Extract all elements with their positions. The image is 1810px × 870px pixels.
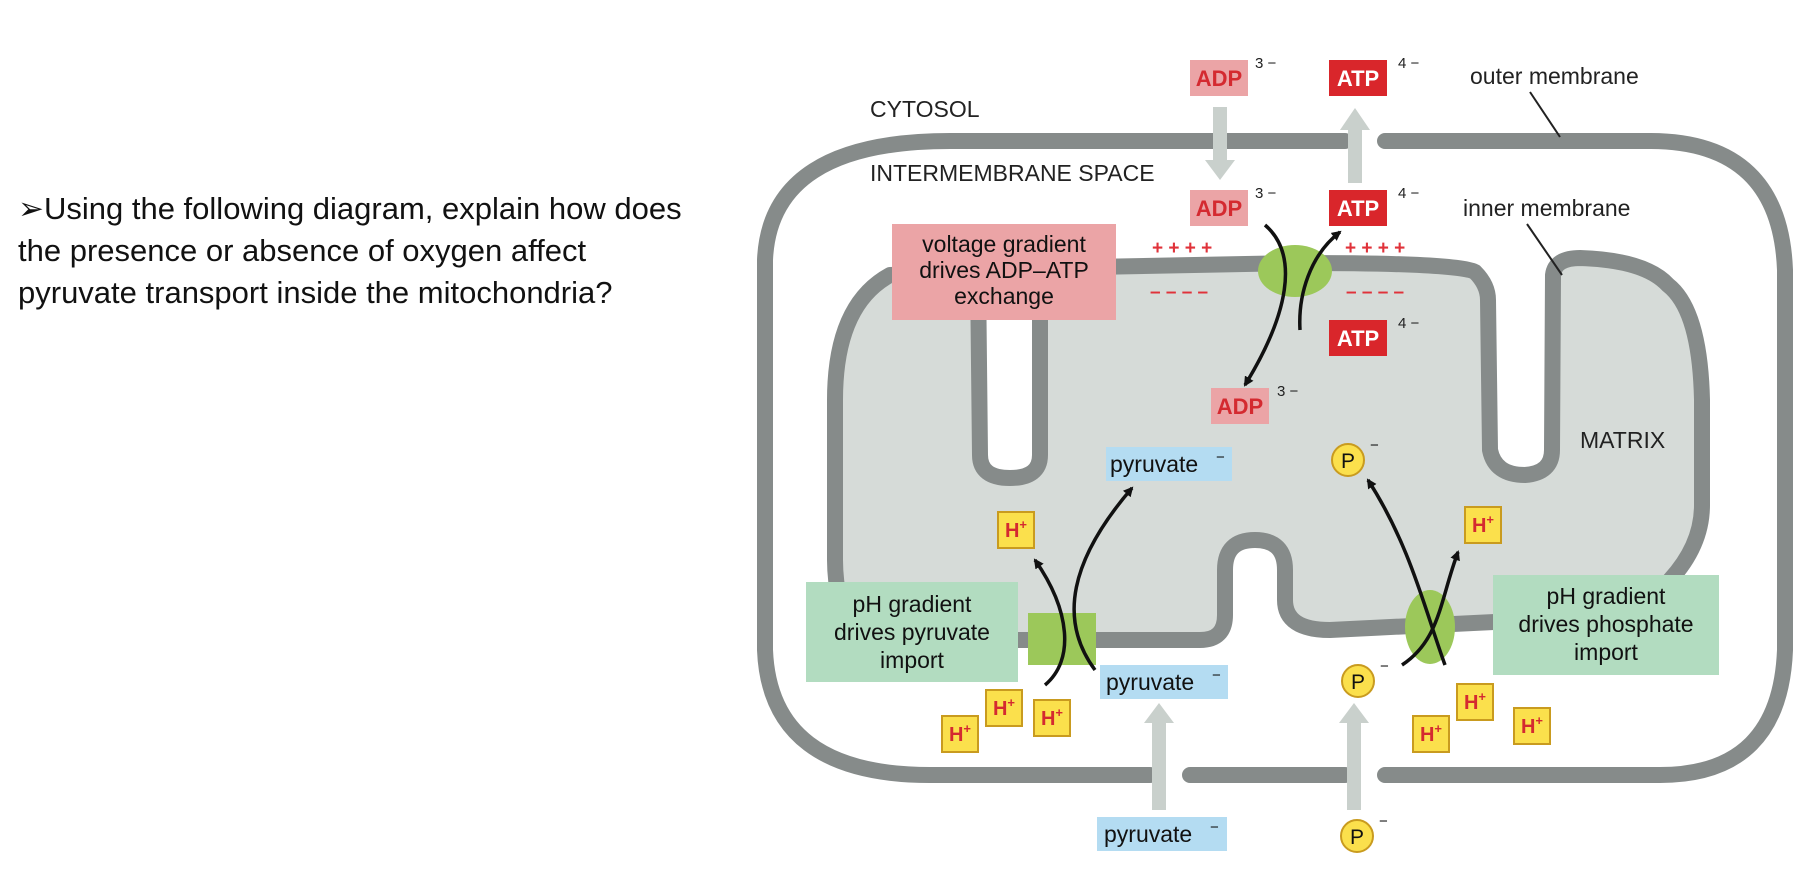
- svg-text:exchange: exchange: [954, 283, 1054, 309]
- cytosol-label: CYTOSOL: [870, 96, 980, 122]
- plus-signs-left: + + + +: [1152, 238, 1212, 259]
- svg-text:P: P: [1351, 671, 1365, 694]
- svg-text:import: import: [1574, 639, 1639, 665]
- svg-text:−: −: [1212, 667, 1221, 684]
- svg-text:−: −: [1210, 819, 1219, 836]
- adp-atp-antiporter: [1258, 245, 1332, 297]
- intermembrane-space-label: INTERMEMBRANE SPACE: [870, 160, 1155, 186]
- voltage-gradient-box: voltage gradient drives ADP–ATP exchange: [892, 224, 1116, 320]
- adp-charge: 3 −: [1255, 55, 1277, 72]
- svg-text:P: P: [1350, 826, 1364, 849]
- svg-text:H+: H+: [949, 721, 971, 746]
- phosphate-import-arrow: [1366, 478, 1447, 666]
- phosphate-matrix: P −: [1331, 437, 1379, 477]
- adp-intermembrane: ADP 3 −: [1190, 185, 1277, 226]
- svg-text:H+: H+: [993, 695, 1015, 720]
- ph-gradient-pyruvate-box: pH gradient drives pyruvate import: [806, 582, 1018, 682]
- svg-text:−: −: [1380, 658, 1389, 675]
- proton-intermembrane-5: H+: [1513, 707, 1551, 745]
- adp-cytosol: ADP 3 −: [1190, 55, 1277, 96]
- svg-text:pyruvate: pyruvate: [1106, 669, 1194, 695]
- svg-text:ATP: ATP: [1337, 326, 1379, 351]
- atp-charge: 4 −: [1398, 315, 1420, 332]
- svg-text:H+: H+: [1464, 689, 1486, 714]
- outer-membrane-porin-arrows: [1144, 107, 1370, 810]
- outer-membrane: [757, 133, 1793, 783]
- svg-text:drives pyruvate: drives pyruvate: [834, 619, 990, 645]
- svg-text:drives phosphate: drives phosphate: [1518, 611, 1693, 637]
- svg-text:−: −: [1379, 813, 1388, 830]
- proton-intermembrane-4: H+: [1456, 683, 1494, 721]
- phosphate-porin-arrow: [1339, 703, 1369, 810]
- ph-gradient-phosphate-box: pH gradient drives phosphate import: [1493, 575, 1719, 675]
- svg-text:H+: H+: [1420, 721, 1442, 746]
- proton-matrix-left: H+: [997, 511, 1035, 549]
- inner-membrane-label: inner membrane: [1463, 195, 1630, 221]
- plus-signs-right: + + + +: [1345, 238, 1405, 259]
- arrow-bullet-icon: ➢: [18, 191, 44, 226]
- question-line-1-text: Using the following diagram, explain how…: [43, 191, 682, 226]
- outer-membrane-label: outer membrane: [1470, 63, 1639, 89]
- svg-text:ATP: ATP: [1337, 196, 1379, 221]
- pyruvate-porin-arrow: [1144, 703, 1174, 810]
- question-line-3: pyruvate transport inside the mitochondr…: [18, 275, 613, 310]
- svg-text:H+: H+: [1472, 512, 1494, 537]
- matrix-label: MATRIX: [1580, 427, 1665, 453]
- adp-charge: 3 −: [1255, 185, 1277, 202]
- svg-text:ADP: ADP: [1196, 66, 1242, 91]
- svg-text:ATP: ATP: [1337, 66, 1379, 91]
- svg-text:H+: H+: [1005, 517, 1027, 542]
- svg-text:pyruvate: pyruvate: [1104, 821, 1192, 847]
- svg-text:import: import: [880, 647, 945, 673]
- proton-intermembrane-1: H+: [985, 689, 1023, 727]
- pyruvate-import-arrow: [1072, 486, 1134, 672]
- pyruvate-intermembrane: pyruvate −: [1100, 665, 1228, 699]
- svg-text:pH gradient: pH gradient: [1547, 583, 1667, 609]
- minus-signs-right: – – – –: [1346, 282, 1404, 303]
- adp-import-arrow: [1243, 223, 1288, 387]
- adp-charge: 3 −: [1277, 383, 1299, 400]
- question-line-2: the presence or absence of oxygen affect: [18, 233, 587, 268]
- svg-text:ADP: ADP: [1217, 394, 1263, 419]
- svg-text:pH gradient: pH gradient: [853, 591, 973, 617]
- question-line-1: ➢Using the following diagram, explain ho…: [18, 188, 718, 230]
- pyruvate-matrix: pyruvate −: [1106, 447, 1232, 481]
- proton-intermembrane-3: H+: [941, 715, 979, 753]
- adp-porin-arrow: [1205, 107, 1235, 180]
- minus-signs-left: – – – –: [1150, 282, 1208, 303]
- atp-matrix: ATP 4 −: [1329, 315, 1420, 356]
- proton-intermembrane-2: H+: [1033, 699, 1071, 737]
- atp-intermembrane: ATP 4 −: [1329, 185, 1420, 226]
- proton-pyruvate-arrow: [1033, 558, 1067, 687]
- svg-text:pyruvate: pyruvate: [1110, 451, 1198, 477]
- adp-matrix: ADP 3 −: [1211, 383, 1299, 424]
- phosphate-intermembrane: P −: [1341, 658, 1389, 698]
- svg-text:ADP: ADP: [1196, 196, 1242, 221]
- proton-phosphate-arrow: [1401, 550, 1460, 667]
- proton-matrix-right: H+: [1464, 506, 1502, 544]
- svg-text:H+: H+: [1041, 705, 1063, 730]
- svg-text:voltage gradient: voltage gradient: [922, 231, 1086, 257]
- question-text: ➢Using the following diagram, explain ho…: [18, 188, 718, 314]
- svg-text:−: −: [1216, 449, 1225, 466]
- atp-cytosol: ATP 4 −: [1329, 55, 1420, 96]
- pyruvate-cytosol: pyruvate −: [1097, 817, 1227, 851]
- atp-export-arrow: [1298, 230, 1342, 331]
- outer-membrane-leader: [1529, 91, 1561, 138]
- atp-charge: 4 −: [1398, 185, 1420, 202]
- atp-charge: 4 −: [1398, 55, 1420, 72]
- phosphate-symporter: [1405, 590, 1455, 664]
- svg-text:H+: H+: [1521, 713, 1543, 738]
- svg-text:drives ADP–ATP: drives ADP–ATP: [919, 257, 1089, 283]
- svg-text:−: −: [1370, 437, 1379, 454]
- phosphate-cytosol: P −: [1340, 813, 1388, 853]
- inner-membrane-leader: [1526, 223, 1563, 276]
- transport-arrows: [1033, 223, 1460, 687]
- atp-porin-arrow: [1340, 108, 1370, 183]
- svg-text:P: P: [1341, 450, 1355, 473]
- proton-intermembrane-6: H+: [1412, 715, 1450, 753]
